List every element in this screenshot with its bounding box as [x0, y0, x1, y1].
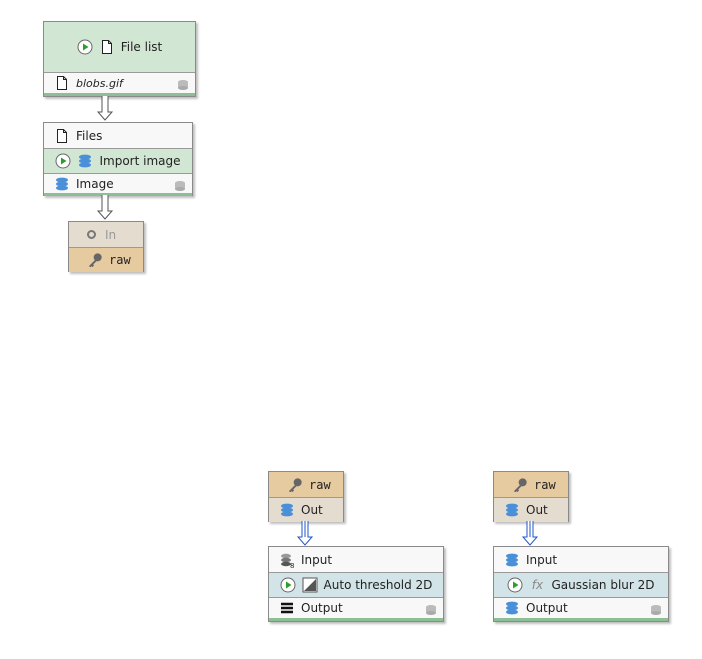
node-title: Import image: [99, 154, 181, 168]
svg-text:8: 8: [290, 562, 294, 568]
file-icon: [54, 128, 70, 144]
tunnel-name: raw: [494, 472, 568, 497]
image-stack-icon: [279, 502, 295, 518]
output-slot[interactable]: Out: [269, 497, 343, 522]
run-icon[interactable]: [55, 153, 71, 169]
input-slot[interactable]: 8 Input: [269, 547, 443, 572]
tunnel-name: raw: [269, 472, 343, 497]
tunnel-out-node[interactable]: raw Out: [268, 471, 344, 522]
database-icon: [177, 79, 189, 91]
input-label: Input: [301, 552, 333, 567]
node-header: Auto threshold 2D: [269, 572, 443, 597]
input-label: In: [105, 227, 117, 242]
output-slot[interactable]: Output: [269, 597, 443, 621]
connection-arrow: [96, 195, 114, 220]
image-stack-icon: [54, 176, 70, 192]
node-header: fx Gaussian blur 2D: [494, 572, 668, 597]
import-image-node[interactable]: Files Import image Image: [43, 122, 193, 196]
node-header: Import image: [44, 148, 192, 173]
function-icon: fx: [531, 578, 544, 592]
output-slot[interactable]: blobs.gif: [44, 72, 195, 96]
tunnel-in-node[interactable]: In raw: [68, 221, 144, 272]
node-title: File list: [120, 40, 163, 54]
connection-arrow: [296, 521, 314, 546]
output-label: Image: [76, 176, 114, 191]
mask-stack-icon: [281, 602, 293, 614]
key-icon: [287, 477, 303, 493]
image-stack-icon: [504, 600, 520, 616]
tunnel-label: raw: [534, 477, 556, 492]
input-slot[interactable]: Input: [494, 547, 668, 572]
output-label: blobs.gif: [76, 76, 123, 90]
node-header: File list: [44, 22, 195, 72]
output-slot[interactable]: Output: [494, 597, 668, 621]
input-label: Input: [526, 552, 558, 567]
run-icon[interactable]: [280, 577, 296, 593]
key-icon: [87, 252, 103, 268]
node-title: Auto threshold 2D: [323, 578, 433, 592]
tunnel-name: raw: [69, 247, 143, 272]
file-icon: [54, 75, 70, 91]
file-list-node[interactable]: File list blobs.gif: [43, 21, 196, 97]
key-icon: [512, 477, 528, 493]
tunnel-label: raw: [309, 477, 331, 492]
threshold-icon: [302, 577, 318, 593]
tunnel-label: raw: [109, 253, 131, 267]
input-slot[interactable]: In: [69, 222, 143, 247]
output-slot[interactable]: Image: [44, 173, 192, 196]
connection-arrow: [96, 96, 114, 121]
image-stack-icon: [77, 153, 93, 169]
output-label: Out: [301, 503, 323, 517]
run-icon[interactable]: [507, 577, 523, 593]
connection-arrow: [521, 521, 539, 546]
node-title: Gaussian blur 2D: [551, 578, 655, 592]
input-label: Files: [76, 128, 103, 143]
gaussian-blur-node[interactable]: Input fx Gaussian blur 2D Output: [493, 546, 669, 622]
output-label: Output: [301, 601, 343, 615]
circle-icon: [83, 227, 99, 243]
database-icon: [425, 604, 437, 616]
run-icon[interactable]: [77, 39, 93, 55]
output-slot[interactable]: Out: [494, 497, 568, 522]
output-label: Output: [526, 601, 568, 615]
input-slot[interactable]: Files: [44, 123, 192, 148]
output-label: Out: [526, 503, 548, 517]
image-stack-icon: [504, 552, 520, 568]
database-icon: [174, 180, 186, 192]
file-icon: [99, 39, 115, 55]
tunnel-out-node[interactable]: raw Out: [493, 471, 569, 522]
greyscale-stack-icon: 8: [281, 553, 294, 568]
image-stack-icon: [504, 502, 520, 518]
auto-threshold-node[interactable]: 8 Input Auto threshold 2D Output: [268, 546, 444, 622]
database-icon: [650, 604, 662, 616]
